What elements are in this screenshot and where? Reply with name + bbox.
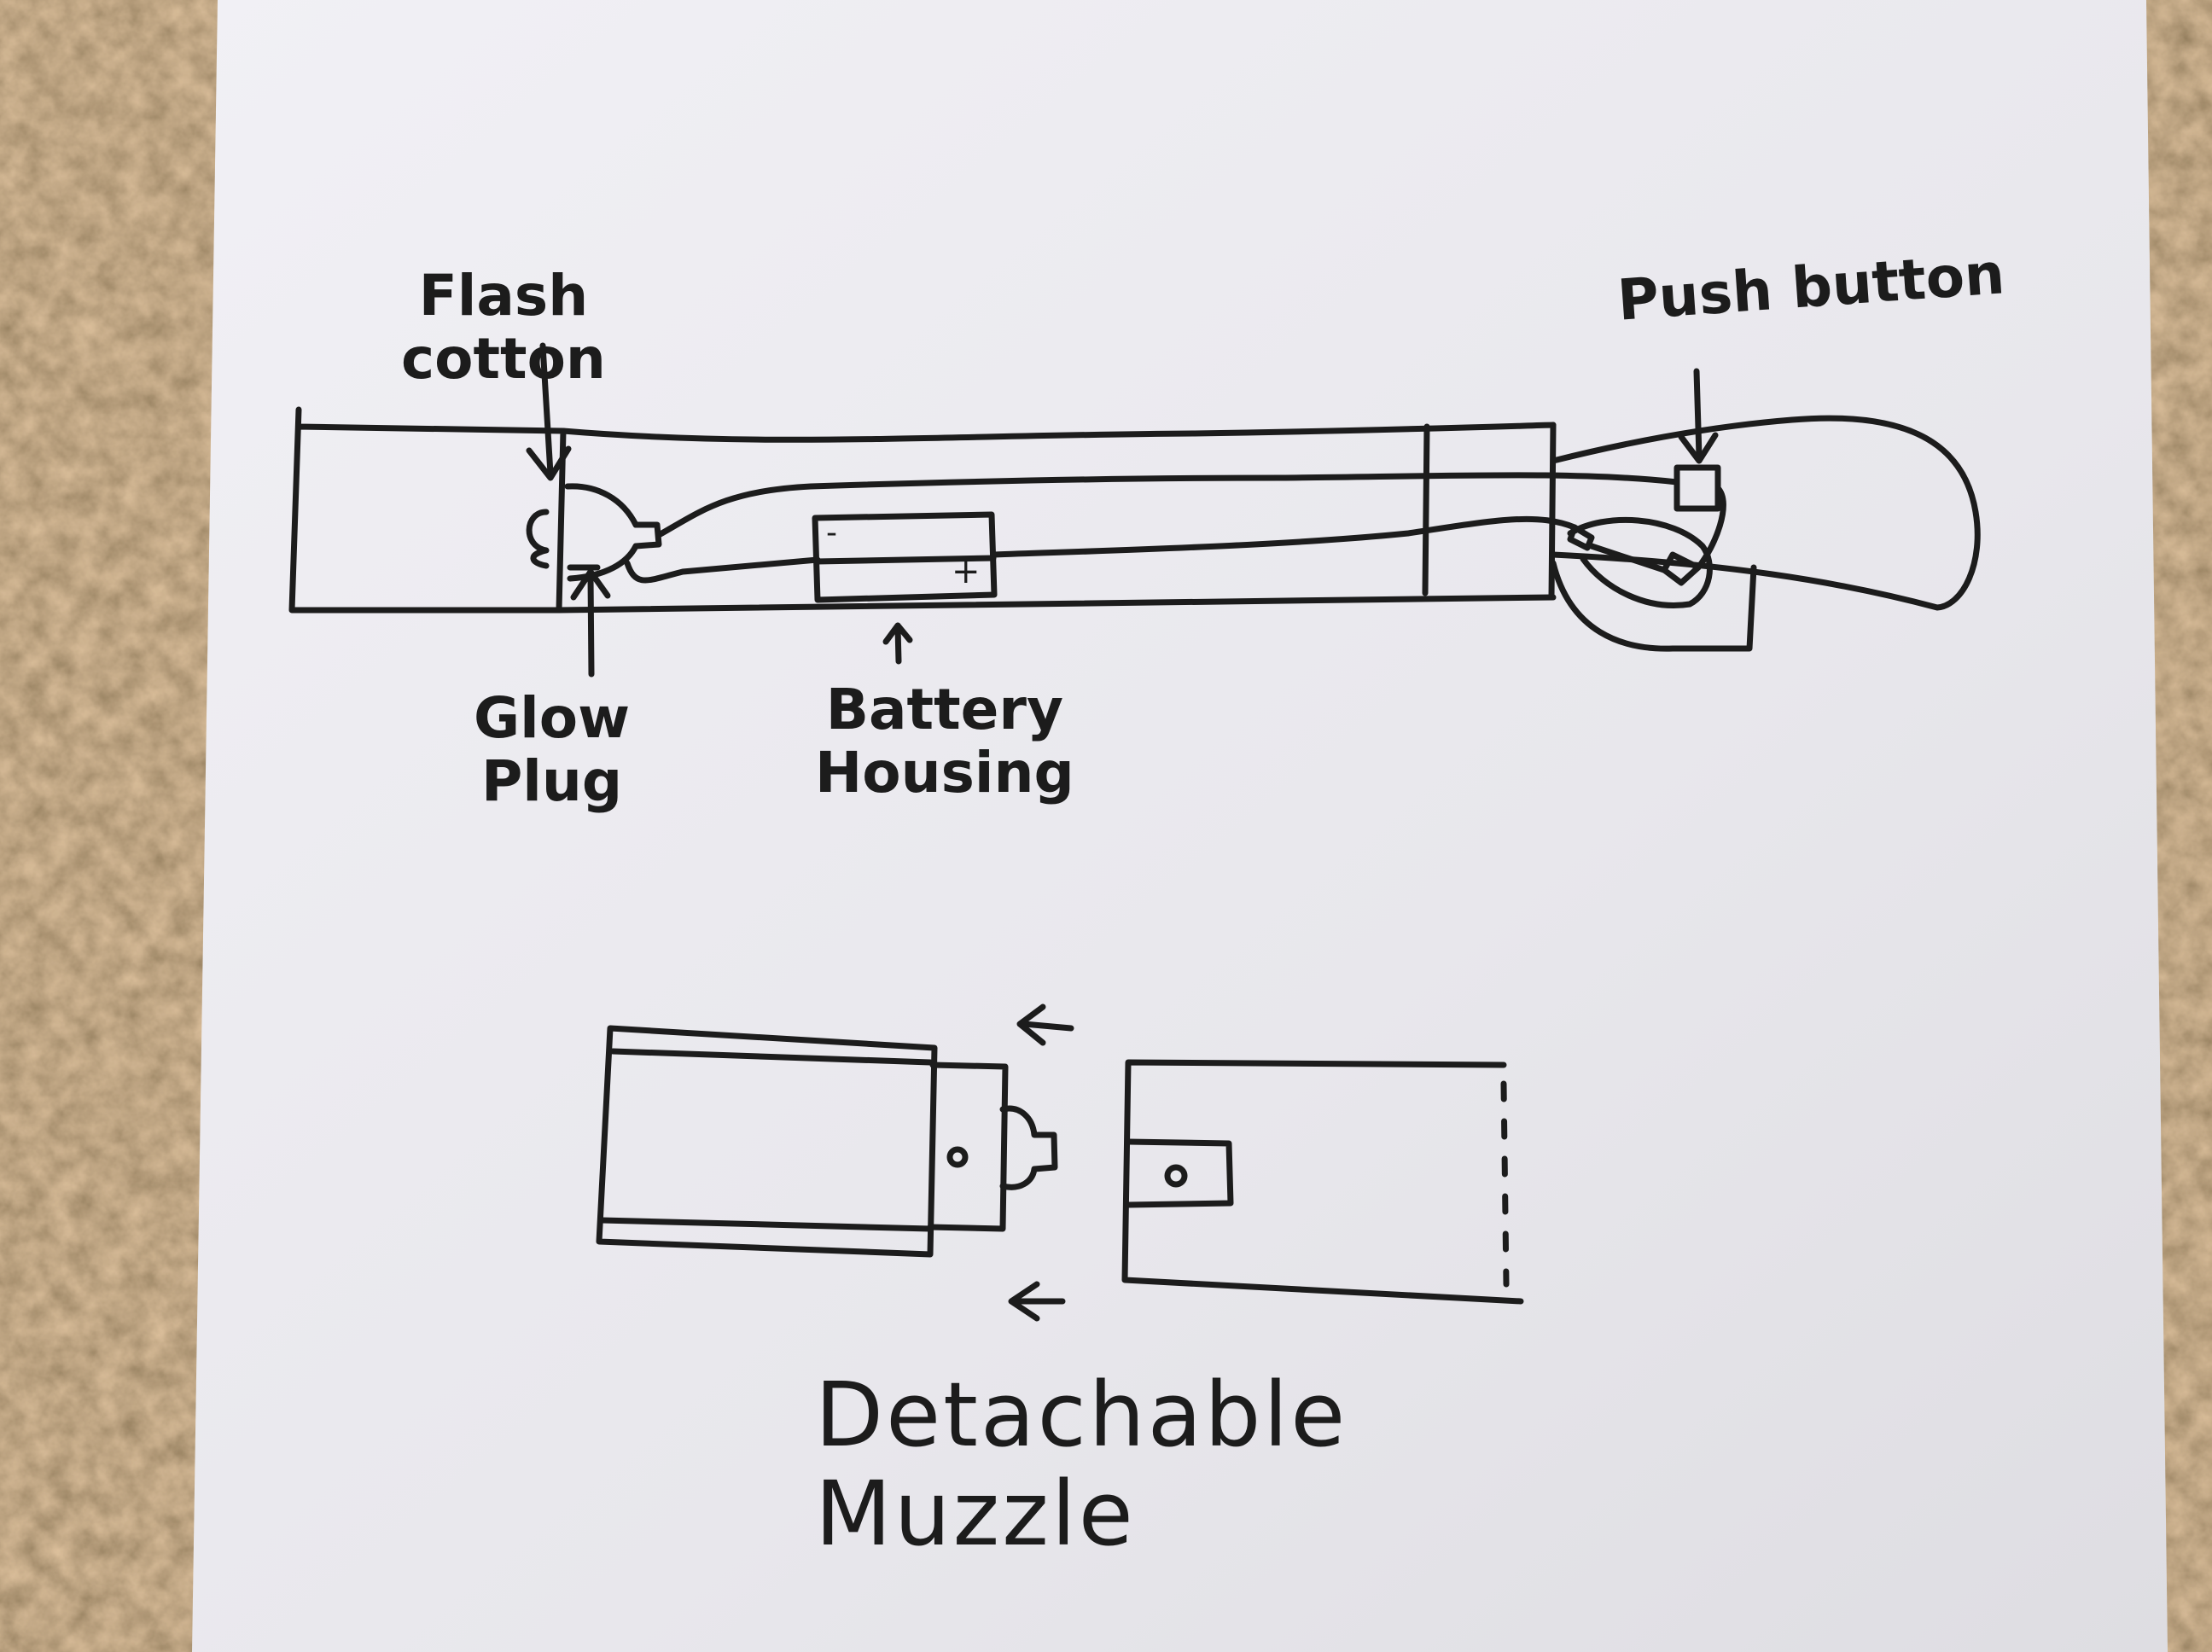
flash-cotton-label: Flash cotton [401,263,606,392]
glow-plug-label: Glow Plug [474,685,631,814]
trigger-guard [1550,560,1757,652]
wire-button-to-contact [1695,485,1726,571]
muzzle-barrel-inner-bottom [598,1217,934,1232]
glow-plug-tip [526,509,550,569]
muzzle-barrel-inner-top [609,1048,934,1066]
battery-housing-box [812,511,998,603]
paper-sheet [192,0,2168,1652]
receiver-outline [1121,1059,1524,1305]
battery-housing-label: Battery Housing [815,677,1074,806]
arrow-up-icon [882,622,913,665]
wire-glow-to-battery [624,556,821,584]
muzzle-barrel-outer [596,1025,938,1258]
receiver-socket [1125,1138,1234,1208]
detachable-muzzle-title: Detachable Muzzle [815,1363,1348,1567]
trigger-pivot [1567,524,1595,551]
ink-drawing [288,342,1981,1322]
arrow-down-icon [526,342,572,481]
trigger-link [1588,543,1668,573]
trigger [1567,516,1713,608]
muzzle-connector [927,1062,1009,1232]
wire-battery-to-trigger [991,515,1578,558]
battery-plus-label: + [952,552,981,591]
glow-plug-body [564,483,662,582]
grip-outline [1550,415,1981,611]
arrow-left-icon [1008,1281,1066,1322]
body-bottom-edge [556,594,1557,614]
receiver-socket-pin [1164,1164,1188,1188]
body-divider-1 [1422,423,1430,596]
arrow-left-icon [1016,1003,1074,1046]
receiver-open-end [1500,1080,1510,1288]
battery-minus-label: - [826,515,837,550]
arrow-up-icon [570,568,611,678]
muzzle-plug [999,1105,1058,1190]
wire-top [655,472,1680,538]
body-top-edge [560,422,1557,443]
battery-divider [813,555,997,565]
muzzle-pin [946,1146,969,1168]
trigger-contact [1661,551,1702,586]
arrow-down-icon [1678,368,1719,464]
